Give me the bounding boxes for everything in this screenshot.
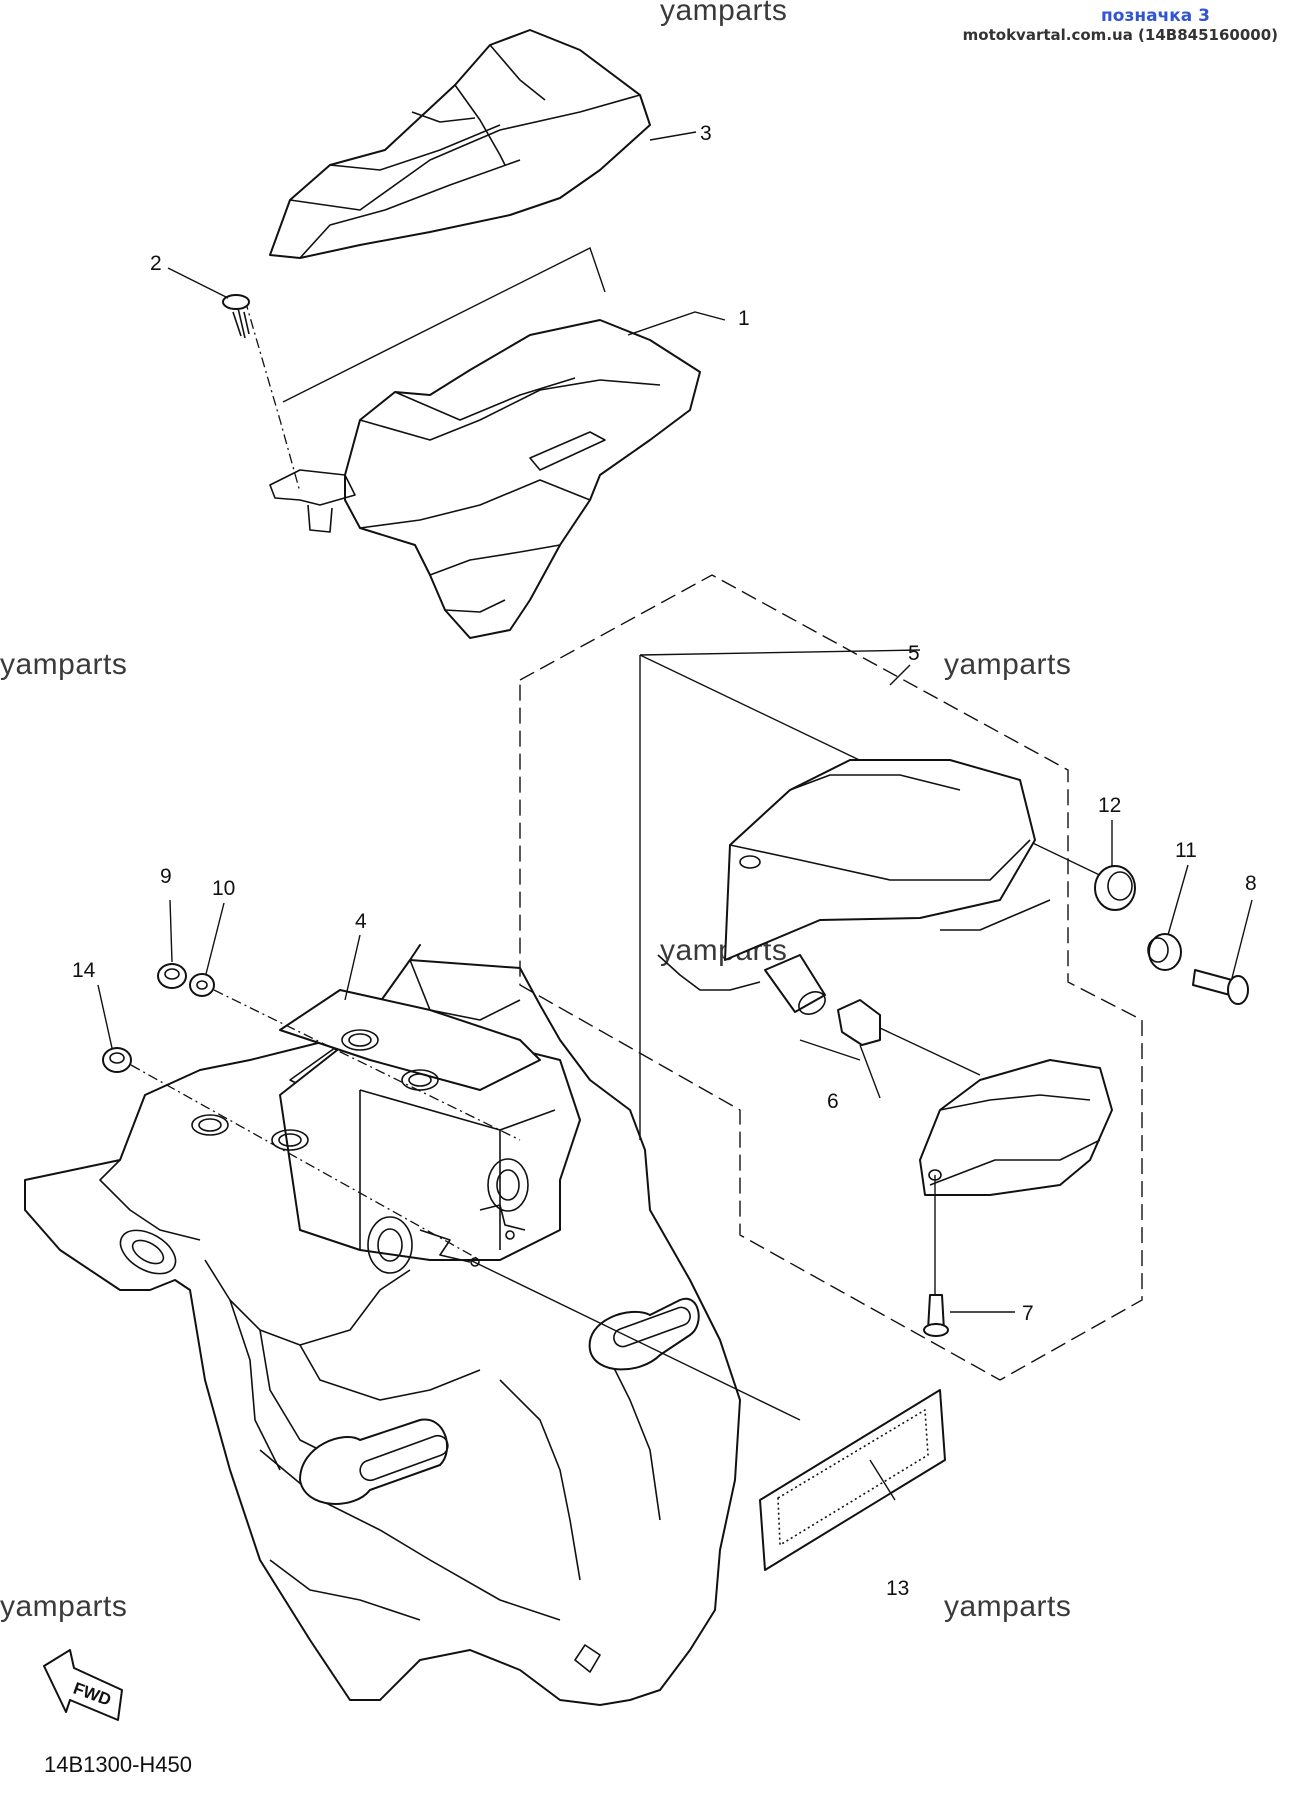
part-6-bulb-socket [657,954,981,1076]
part-13-reflector [469,1259,946,1571]
callout-1: 1 [738,307,750,330]
part-5-tail-light-assembly [519,574,1143,1381]
header-label: позначка 3 [1101,6,1210,26]
watermark-right-mid: yamparts [944,648,1072,681]
callout-8: 8 [1245,872,1257,895]
collar-11 [1147,933,1182,971]
callout-leaders [97,131,1253,1501]
callout-6: 6 [827,1090,839,1113]
part-4-rear-fender [24,944,741,1706]
guide-line-10 [213,989,521,1141]
watermark-left-bottom: yamparts [0,1590,128,1623]
callout-11: 11 [1175,839,1197,862]
callout-14: 14 [72,959,96,982]
callout-4: 4 [355,910,367,933]
callout-9: 9 [160,865,172,888]
watermark-right-bottom: yamparts [944,1590,1072,1623]
callout-7: 7 [1022,1302,1034,1325]
callout-10: 10 [212,877,235,900]
header-site: motokvartal.com.ua (14B845160000) [962,26,1278,44]
callout-12: 12 [1098,794,1121,817]
grommet-12 [1094,865,1136,911]
screw-7 [923,1294,949,1337]
diagram-code: 14B1300-H450 [44,1752,193,1777]
part-1-tail-cowl [244,247,701,639]
screw-2 [222,294,250,339]
callout-3: 3 [700,122,712,145]
part-3-cover [269,29,651,259]
watermark-top: yamparts [660,0,788,27]
callout-numbers: 1 2 3 4 5 6 7 8 9 10 11 12 13 14 [72,122,1257,1600]
nut-14 [102,1047,132,1073]
washer-10 [189,973,215,997]
screw-8 [1192,969,1249,1005]
watermark-left-mid: yamparts [0,648,128,681]
callout-13: 13 [886,1577,909,1600]
fwd-arrow-icon: FWD [43,1649,123,1721]
callout-2: 2 [150,252,162,275]
guide-line-14 [130,1064,481,1261]
nut-9 [157,963,187,989]
callout-5: 5 [908,642,920,665]
